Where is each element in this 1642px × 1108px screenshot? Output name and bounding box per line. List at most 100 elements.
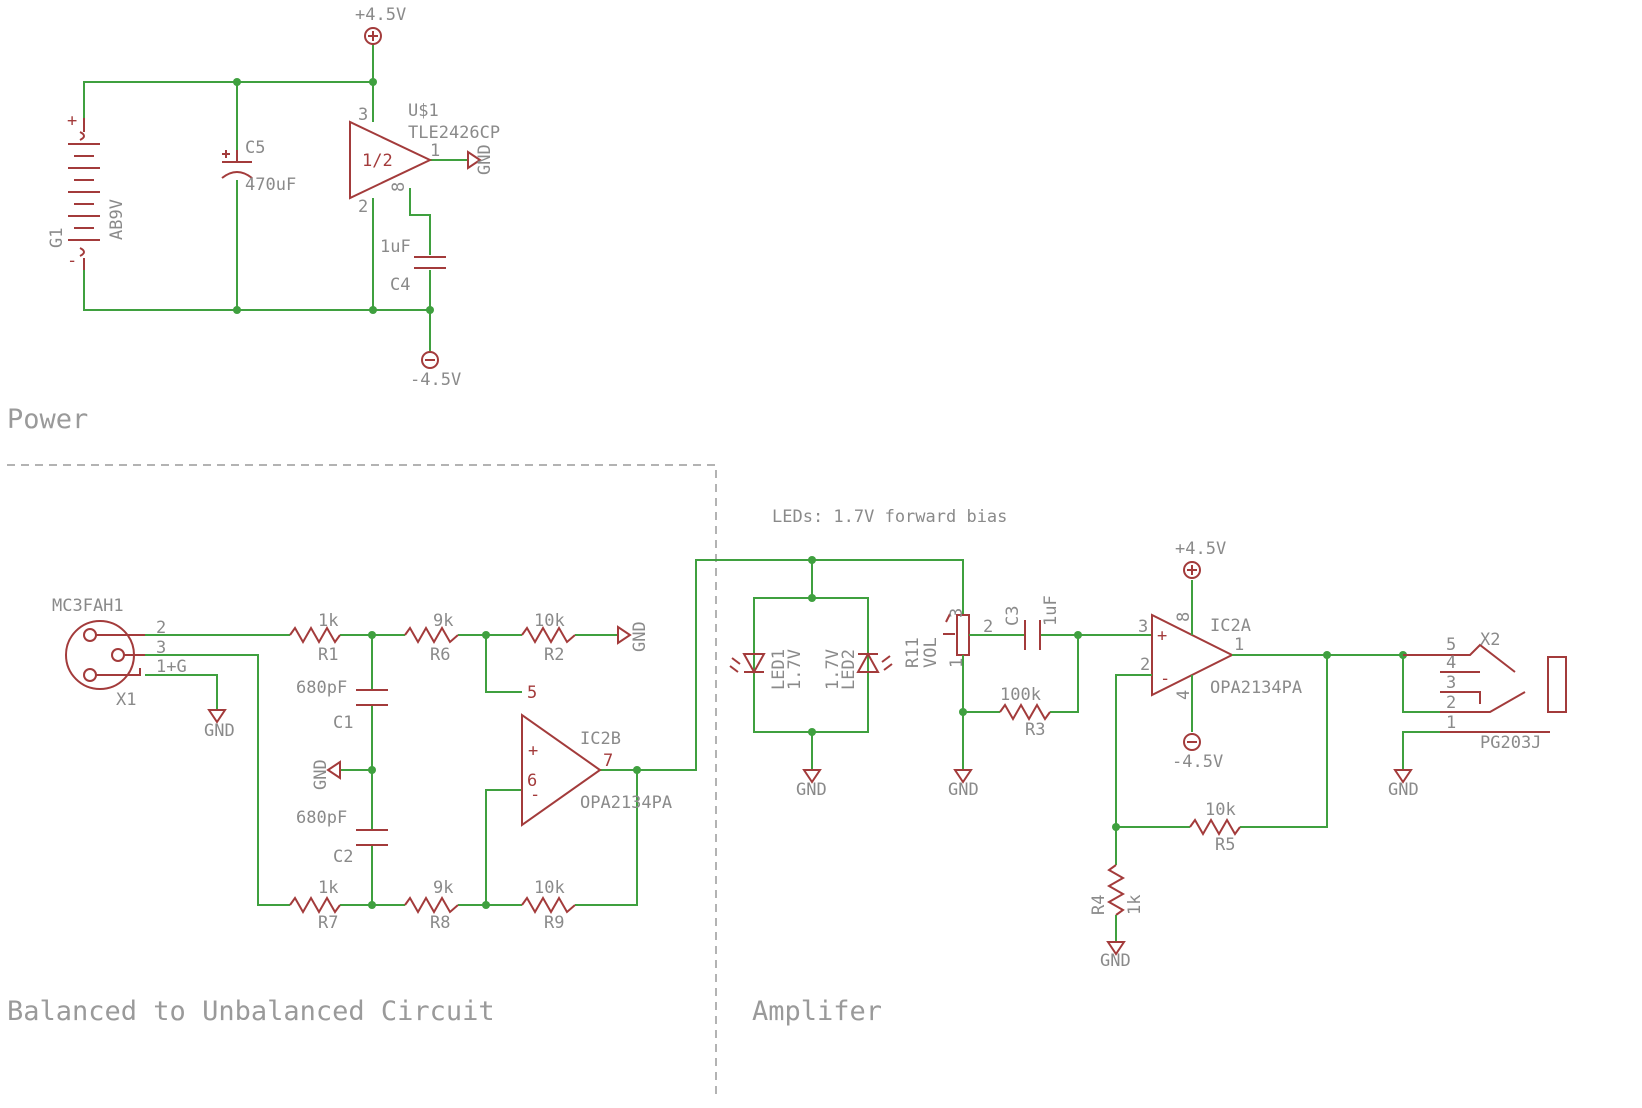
- r2-value: 10k: [534, 611, 565, 631]
- x2-pin5: 5: [1446, 635, 1456, 655]
- ic2a-minus: -: [1160, 669, 1170, 689]
- c2-name: C2: [333, 847, 353, 867]
- u1-pin1: 1: [430, 141, 440, 161]
- c3-value: 1uF: [1041, 595, 1061, 626]
- gnd-symbol-jack: GND: [1388, 769, 1419, 800]
- resistor-r3: 100k R3: [999, 685, 1051, 740]
- capacitor-c1: 680pF C1: [296, 678, 388, 733]
- x2-pin4: 4: [1446, 653, 1456, 673]
- gnd-symbol-caps: GND: [311, 759, 341, 790]
- battery-plus-sign: +: [67, 111, 77, 131]
- u1-gnd-label: GND: [475, 144, 495, 175]
- opamp-ic2a: + - 3 2 1 8 4 IC2A OPA2134PA: [1138, 612, 1302, 700]
- gnd-symbol-pot: GND: [948, 769, 979, 800]
- gnd-r4-label: GND: [1100, 951, 1131, 971]
- resistor-r6: 9k R6: [404, 611, 459, 665]
- r11-pin1: 1: [947, 658, 967, 668]
- ic2b-pin5: 5: [527, 683, 537, 703]
- r11-pin3: 3: [947, 608, 967, 618]
- supply-neg-amp-label: -4.5V: [1172, 752, 1223, 772]
- led2-name: LED2: [839, 649, 859, 690]
- r6-value: 9k: [433, 611, 453, 631]
- c1-name: C1: [333, 713, 353, 733]
- led1-name: LED1: [769, 649, 789, 690]
- gnd-jack-label: GND: [1388, 780, 1419, 800]
- r5-name: R5: [1215, 835, 1235, 855]
- r4-name: R4: [1089, 895, 1109, 915]
- x2-name: X2: [1480, 630, 1500, 650]
- ic2a-value: OPA2134PA: [1210, 678, 1302, 698]
- resistor-r4: R4 1k: [1089, 864, 1145, 942]
- ic2b-pin6: 6: [527, 771, 537, 791]
- gnd-r2-label: GND: [630, 621, 650, 652]
- supply-pos-power: +4.5V: [355, 5, 406, 45]
- ic2a-pin2: 2: [1140, 655, 1150, 675]
- r7-value: 1k: [318, 878, 338, 898]
- battery-value: AB9V: [107, 199, 127, 240]
- c1-value: 680pF: [296, 678, 347, 698]
- u1-body-label: 1/2: [362, 151, 393, 171]
- c2-value: 680pF: [296, 808, 347, 828]
- x1-pin2: 2: [156, 618, 166, 638]
- ic2b-value: OPA2134PA: [580, 793, 672, 813]
- c3-pin2: 2: [983, 617, 993, 637]
- r8-value: 9k: [433, 878, 453, 898]
- led2-diode: 1.7V LED2: [823, 649, 893, 690]
- led-note: LEDs: 1.7V forward bias: [772, 507, 1007, 527]
- gnd-caps-label: GND: [311, 759, 331, 790]
- r7-name: R7: [318, 913, 338, 933]
- section-title-balanced: Balanced to Unbalanced Circuit: [7, 996, 495, 1027]
- ic2b-minus: -: [530, 785, 540, 805]
- xlr-connector-x1: MC3FAH1 X1 2 3 1+G: [52, 596, 187, 710]
- supply-neg-label: -4.5V: [410, 370, 461, 390]
- potentiometer-r11: R11 VOL 1 3: [903, 608, 970, 770]
- ic2a-pin1: 1: [1234, 635, 1244, 655]
- r3-name: R3: [1025, 720, 1045, 740]
- supply-pos-amp: +4.5V: [1175, 539, 1226, 579]
- x2-pin1: 1: [1446, 713, 1456, 733]
- gnd-symbol-leds: GND: [796, 769, 827, 800]
- ic2a-plus: +: [1157, 626, 1167, 646]
- virtual-ground-ic-u1: 1/2 U$1 TLE2426CP 3 2 1 8 GND: [349, 101, 500, 217]
- opamp-ic2b: 5 6 7 + - IC2B OPA2134PA: [521, 683, 672, 827]
- c5-value: 470uF: [245, 175, 296, 195]
- resistor-r5: 10k R5: [1189, 800, 1241, 855]
- r6-name: R6: [430, 645, 450, 665]
- r2-name: R2: [544, 645, 564, 665]
- battery-minus-sign: -: [67, 251, 77, 271]
- r8-name: R8: [430, 913, 450, 933]
- gnd-symbol-r2: GND: [617, 621, 650, 652]
- u1-pin8: 8: [389, 182, 409, 192]
- power-section: +4.5V -4.5V + - G1 AB9V: [47, 5, 500, 390]
- x1-pin1: 1+G: [156, 657, 187, 677]
- r11-name: R11: [903, 637, 923, 668]
- gnd-pot-label: GND: [948, 780, 979, 800]
- r1-value: 1k: [318, 611, 338, 631]
- battery-name: G1: [47, 228, 67, 248]
- u1-name: U$1: [408, 101, 439, 121]
- r4-value: 1k: [1125, 895, 1145, 915]
- resistor-r2: 10k R2: [521, 611, 576, 665]
- supply-neg-power: -4.5V: [410, 351, 461, 390]
- x2-value: PG203J: [1480, 733, 1541, 753]
- c5-name: C5: [245, 138, 265, 158]
- x1-pin3: 3: [156, 638, 166, 658]
- capacitor-c2: 680pF C2: [296, 808, 388, 867]
- gnd-leds-label: GND: [796, 780, 827, 800]
- resistor-r9: 10k R9: [521, 878, 576, 933]
- r11-value: VOL: [921, 637, 941, 668]
- u1-value: TLE2426CP: [408, 123, 500, 143]
- led1-diode: LED1 1.7V: [729, 649, 805, 690]
- c4-value: 1uF: [380, 237, 411, 257]
- gnd-x1-label: GND: [204, 721, 235, 741]
- amplifier-section: LED1 1.7V 1.7V LED2 GND R11 VOL 1 3: [729, 539, 1567, 971]
- supply-neg-amp: -4.5V: [1172, 733, 1223, 772]
- ic2a-name: IC2A: [1210, 616, 1251, 636]
- x1-name: MC3FAH1: [52, 596, 124, 616]
- ic2b-plus: +: [528, 741, 538, 761]
- led1-value: 1.7V: [785, 649, 805, 690]
- supply-pos-amp-label: +4.5V: [1175, 539, 1226, 559]
- ic2b-pin7: 7: [603, 751, 613, 771]
- x2-pin2: 2: [1446, 693, 1456, 713]
